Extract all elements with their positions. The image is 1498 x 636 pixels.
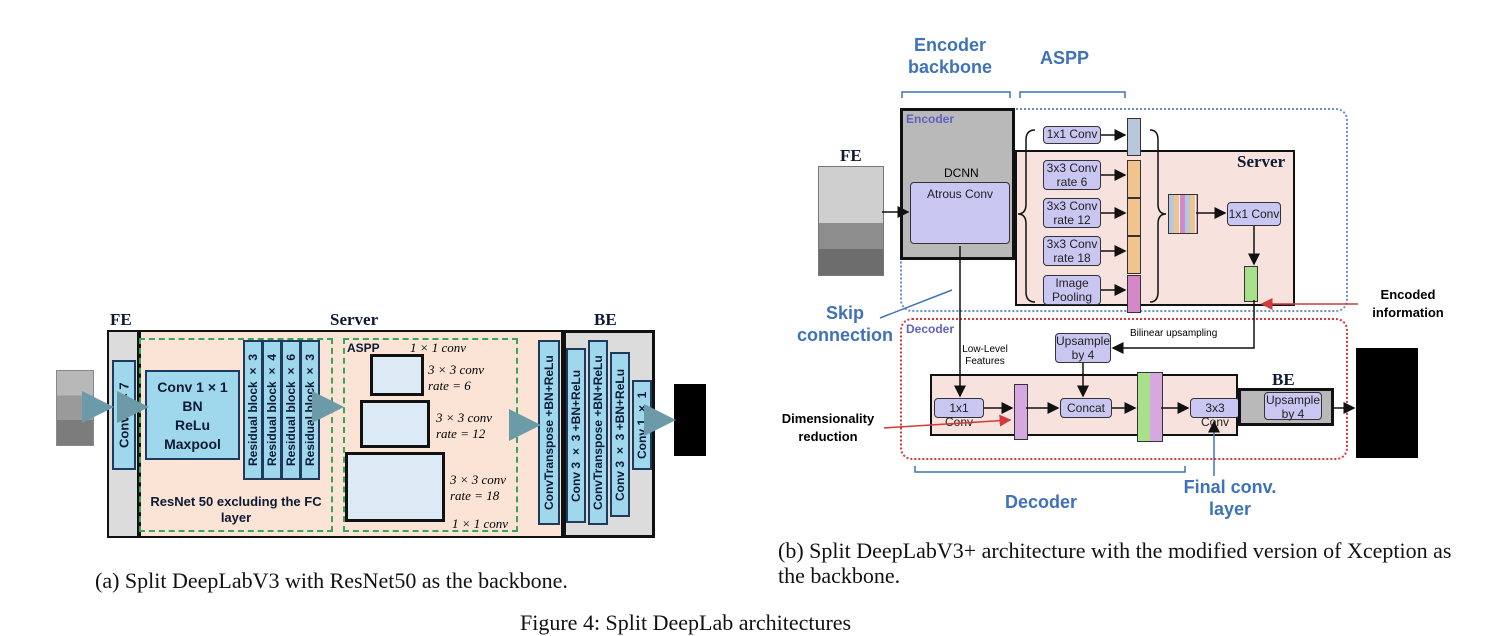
merge-1x1-conv: 1x1 Conv: [1227, 202, 1281, 226]
encoder-small-label: Encoder: [906, 112, 955, 126]
fe-label-b: FE: [840, 146, 862, 165]
skip-connection-label: Skip connection: [796, 303, 893, 345]
branch-rate12: 3x3 Conv rate 12: [1043, 198, 1101, 228]
output-image-b: [1356, 348, 1418, 458]
branch-rate6: 3x3 Conv rate 6: [1043, 160, 1101, 190]
aspp-box-rate18: [345, 452, 445, 522]
fm-rate18: [1127, 236, 1141, 274]
aspp-label-b: ASPP: [1040, 48, 1090, 68]
fm-concat-stack: [1168, 194, 1198, 234]
aspp-bottom-label: 1 × 1 conv: [452, 516, 509, 531]
final-conv-label: Final conv. layer: [1183, 477, 1277, 519]
upsample4-box: Upsample by 4: [1055, 333, 1111, 363]
branch-rate18: 3x3 Conv rate 18: [1043, 236, 1101, 266]
branch-pooling: Image Pooling: [1043, 275, 1101, 305]
low-level-label: Low-Level Features: [962, 344, 1008, 367]
be-upsample4: Upsample by 4: [1264, 392, 1322, 421]
aspp-label-a: ASPP: [347, 341, 380, 355]
fm-rate12: [1127, 198, 1141, 236]
bilinear-label: Bilinear upsampling: [1130, 328, 1218, 339]
resnet-caption: ResNet 50 excluding the FC layer: [150, 494, 322, 525]
fm-1x1: [1127, 118, 1141, 156]
output-image-a: [674, 384, 706, 456]
aspp-box-rate12: [360, 400, 430, 448]
caption-a: (a) Split DeepLabV3 with ResNet50 as the…: [95, 568, 568, 593]
be-label-a: BE: [594, 310, 617, 329]
fm-lowlevel: [1014, 384, 1028, 440]
be-label-b: BE: [1272, 370, 1295, 389]
server-label-b: Server: [1237, 152, 1286, 171]
branch-1x1: 1x1 Conv: [1043, 126, 1101, 144]
server-label-a: Server: [330, 310, 379, 329]
decoder-region: [900, 318, 1348, 460]
dcnn-label: DCNN: [944, 166, 979, 180]
dec-3x3-conv: 3x3 Conv: [1190, 398, 1240, 429]
dec-1x1-conv: 1x1 Conv: [934, 398, 984, 429]
encoded-info-label: Encoded information: [1372, 287, 1444, 320]
concat-box: Concat: [1060, 398, 1112, 418]
fm-concat-b: [1137, 372, 1163, 442]
fm-rate6: [1127, 160, 1141, 198]
decoder-big-label: Decoder: [1005, 492, 1078, 512]
caption-b: (b) Split DeepLabV3+ architecture with t…: [778, 538, 1452, 588]
atrous-conv-box: Atrous Conv: [910, 182, 1010, 244]
encoder-backbone-label: Encoder backbone: [907, 35, 993, 77]
fm-pooling: [1127, 275, 1141, 313]
decoder-small-label: Decoder: [906, 322, 955, 336]
aspp-box-rate6: [370, 354, 424, 396]
fm-encoded: [1244, 266, 1258, 302]
aspp-top-label: 1 × 1 conv: [410, 340, 467, 355]
resnet-region: [139, 338, 333, 532]
dim-reduction-label: Dimensionality reduction: [781, 411, 875, 444]
input-image-b: [818, 166, 884, 276]
fe-label-a: FE: [110, 310, 132, 329]
